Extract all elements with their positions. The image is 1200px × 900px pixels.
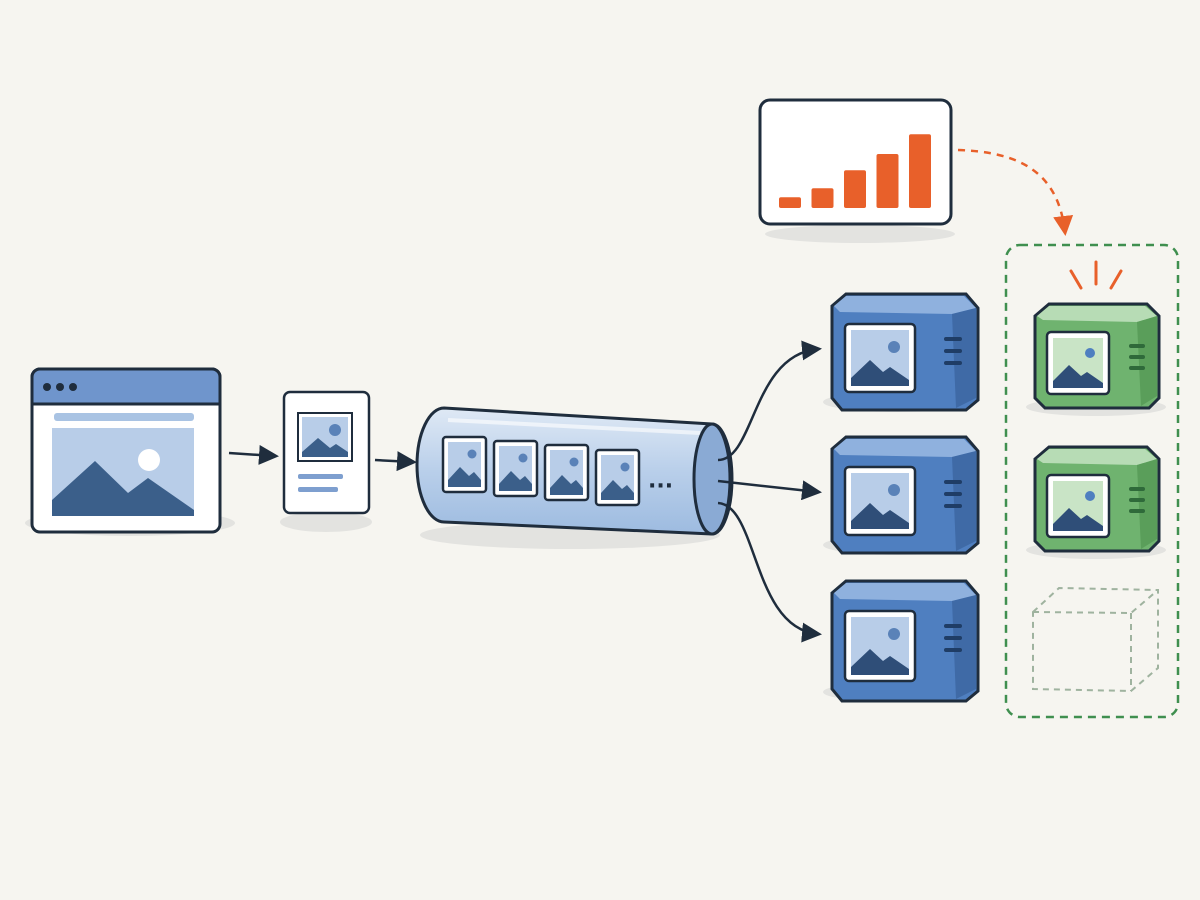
arrow-queue-to-worker-3: [717, 501, 822, 643]
autoscaled-worker-icon: [1026, 445, 1166, 559]
metric-bar: [876, 154, 899, 208]
arrow-queue-to-worker-2: [717, 479, 822, 501]
spawn-burst-icon: [1069, 260, 1123, 290]
queued-image: [492, 439, 539, 498]
arrow-card-to-queue: [374, 451, 417, 472]
queued-image: [543, 443, 590, 502]
browser-window-icon: [25, 367, 235, 536]
metric-bar: [811, 188, 834, 208]
autoscale-group: [1004, 243, 1180, 719]
arrow-queue-to-worker-1: [717, 340, 822, 462]
server-worker-icon: [823, 435, 980, 555]
autoscaled-worker-icon: [1026, 302, 1166, 416]
metric-bar: [909, 134, 931, 208]
server-worker-icon: [823, 292, 980, 412]
metrics-bar-chart-icon: [758, 98, 955, 243]
queued-image: [594, 448, 641, 507]
metric-bar: [779, 197, 801, 208]
queued-image: [441, 435, 488, 494]
placeholder-box-icon: [1032, 586, 1159, 693]
autoscale-trigger-arrow: [957, 148, 1074, 236]
queue-ellipsis: ···: [648, 474, 673, 499]
metric-bar: [844, 170, 866, 208]
queue-pipe-icon: ···: [415, 406, 734, 549]
image-card-icon: [280, 390, 372, 532]
arrow-browser-to-card: [228, 444, 279, 465]
server-worker-icon: [823, 579, 980, 703]
